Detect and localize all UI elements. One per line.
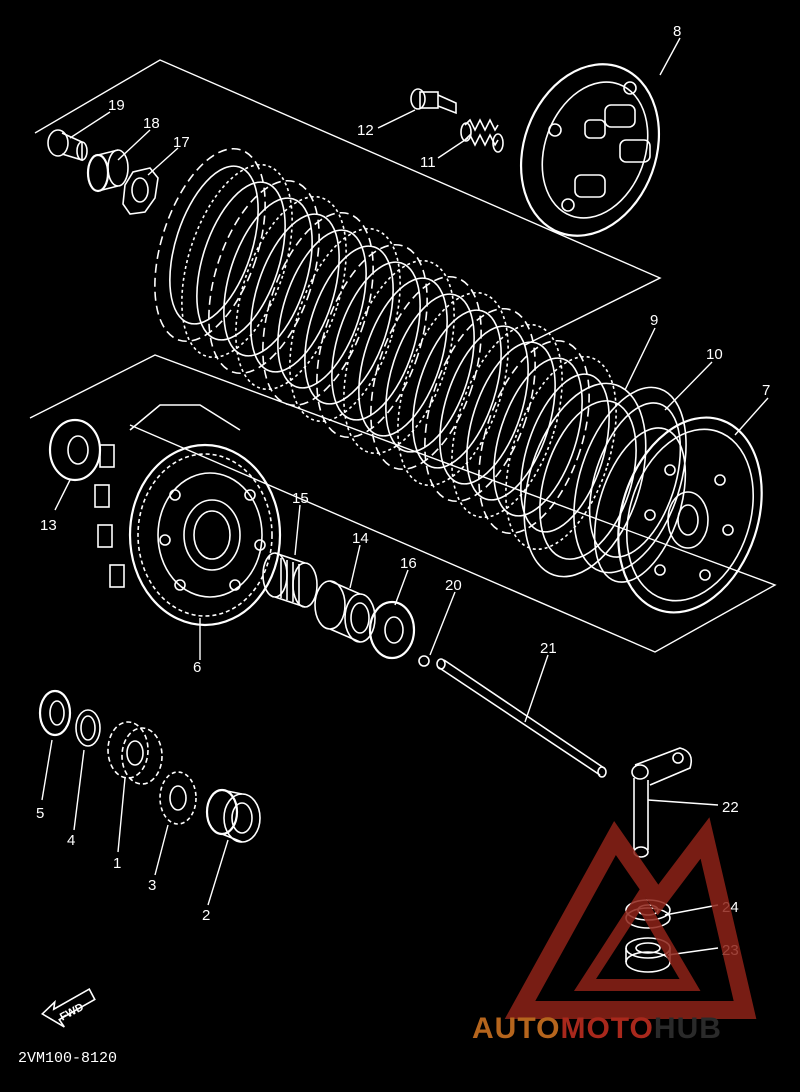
clutch-plate [478, 339, 590, 535]
part-6-clutch-housing [94, 404, 282, 627]
callout-7: 7 [762, 382, 770, 399]
clutch-plate [316, 243, 428, 439]
part-3-gear [159, 771, 197, 825]
clutch-plate-inner [277, 229, 367, 389]
callout-20: 20 [445, 577, 462, 594]
clutch-plate-inner [169, 165, 259, 325]
callout-19: 19 [108, 97, 125, 114]
callout-4: 4 [67, 832, 75, 849]
part-21-push-rod [436, 658, 607, 778]
part-18-bearing [86, 149, 129, 193]
callout-13: 13 [40, 517, 57, 534]
clutch-plate-inner [304, 245, 394, 405]
clutch-plate [235, 195, 347, 391]
callout-16: 16 [400, 555, 417, 572]
callout-22: 22 [722, 799, 739, 816]
clutch-plate [289, 227, 401, 423]
watermark-logo [504, 817, 757, 1019]
watermark-text: AUTOMOTOHUB [472, 1012, 722, 1045]
part-17-lockwasher [122, 167, 159, 215]
part-code: 2VM100-8120 [18, 1050, 117, 1067]
part-12-bolt [410, 88, 457, 115]
callout-18: 18 [143, 115, 160, 132]
clutch-plate-inner [196, 181, 286, 341]
callout-8: 8 [673, 23, 681, 40]
callout-12: 12 [357, 122, 374, 139]
clutch-plate-inner [223, 197, 313, 357]
callout-11: 11 [420, 154, 436, 171]
middle-frame [29, 354, 777, 653]
clutch-plate-inner [493, 357, 583, 517]
clutch-plate-inner [520, 373, 610, 533]
clutch-plate [451, 323, 563, 519]
callout-1: 1 [113, 855, 121, 872]
clutch-plate [370, 275, 482, 471]
callout-5: 5 [36, 805, 44, 822]
callout-21: 21 [540, 640, 557, 657]
part-9-plate [523, 382, 647, 578]
clutch-plate-inner [331, 261, 421, 421]
leader-lines [41, 37, 769, 956]
part-4-washer [75, 709, 101, 747]
part-8-pressure-plate [519, 63, 661, 237]
clutch-plate-inner [412, 309, 502, 469]
clutch-plate [181, 163, 293, 359]
part-15-needle-bearing [262, 552, 318, 608]
part-19-collar [47, 129, 88, 162]
clutch-plate [343, 259, 455, 455]
callout-17: 17 [173, 134, 190, 151]
clutch-plate [208, 179, 320, 375]
clutch-plate [397, 291, 509, 487]
callout-9: 9 [650, 312, 658, 329]
part-13-washer [48, 418, 102, 482]
clutch-plate [505, 355, 617, 551]
part-22-lever-shaft [631, 747, 693, 858]
callout-14: 14 [352, 530, 369, 547]
part-16-washer [368, 600, 416, 660]
part-5-oil-seal [38, 689, 72, 737]
clutch-plate-stack [154, 147, 617, 551]
part-2-bushing [205, 788, 261, 843]
clutch-plate-inner [439, 325, 529, 485]
callout-10: 10 [706, 346, 723, 363]
clutch-plate-inner [385, 293, 475, 453]
callout-labels: 8 19 18 17 12 11 9 10 7 13 15 14 16 20 2… [36, 23, 770, 959]
part-14-spacer [314, 580, 376, 643]
part-11-spring [460, 118, 504, 153]
callout-2: 2 [202, 907, 210, 924]
callout-3: 3 [148, 877, 156, 894]
part-7-clutch-boss [593, 416, 763, 614]
part-1-gear [107, 721, 163, 785]
callout-15: 15 [292, 490, 309, 507]
top-frame [34, 59, 662, 346]
fwd-arrow: FWD [40, 988, 96, 1028]
clutch-plate [154, 147, 266, 343]
part-20-ball [418, 655, 430, 667]
clutch-plate [262, 211, 374, 407]
clutch-plate [424, 307, 536, 503]
clutch-plate-inner [466, 341, 556, 501]
clutch-plate-inner [358, 277, 448, 437]
callout-6: 6 [193, 659, 201, 676]
clutch-plate-inner [250, 213, 340, 373]
